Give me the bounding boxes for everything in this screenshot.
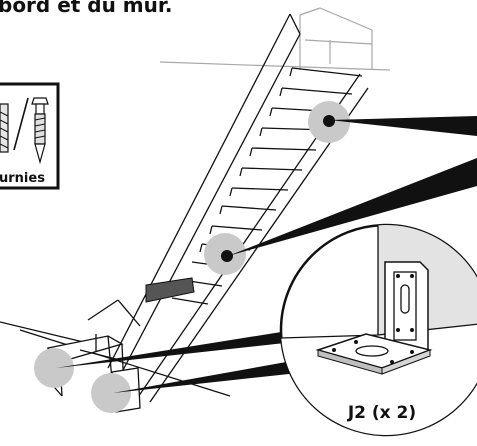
page-heading: bord et du mur. xyxy=(0,0,173,17)
highlight-bottom-left xyxy=(34,348,74,388)
hardware-box: urnies xyxy=(0,82,60,190)
dark-riser xyxy=(145,277,195,303)
hardware-caption: urnies xyxy=(0,171,45,186)
highlight-bottom-right xyxy=(91,373,131,413)
leader-wedges xyxy=(56,116,477,393)
anchor-bolt-icon xyxy=(31,97,49,165)
leader-bottom-left xyxy=(56,328,312,368)
leader-bottom-right xyxy=(113,356,326,393)
marker-dot-upper xyxy=(323,115,335,127)
hardware-divider xyxy=(13,97,29,151)
upper-landing xyxy=(159,7,391,71)
angle-bracket-icon xyxy=(315,261,433,375)
detail-callout: J2 (x 2) xyxy=(279,223,477,437)
hardware-box-frame xyxy=(0,82,60,190)
wall-plug-icon xyxy=(0,103,9,153)
leader-middle xyxy=(228,158,477,256)
marker-dot-middle xyxy=(221,250,233,262)
leader-upper xyxy=(329,116,477,136)
part-label: J2 (x 2) xyxy=(347,403,416,423)
